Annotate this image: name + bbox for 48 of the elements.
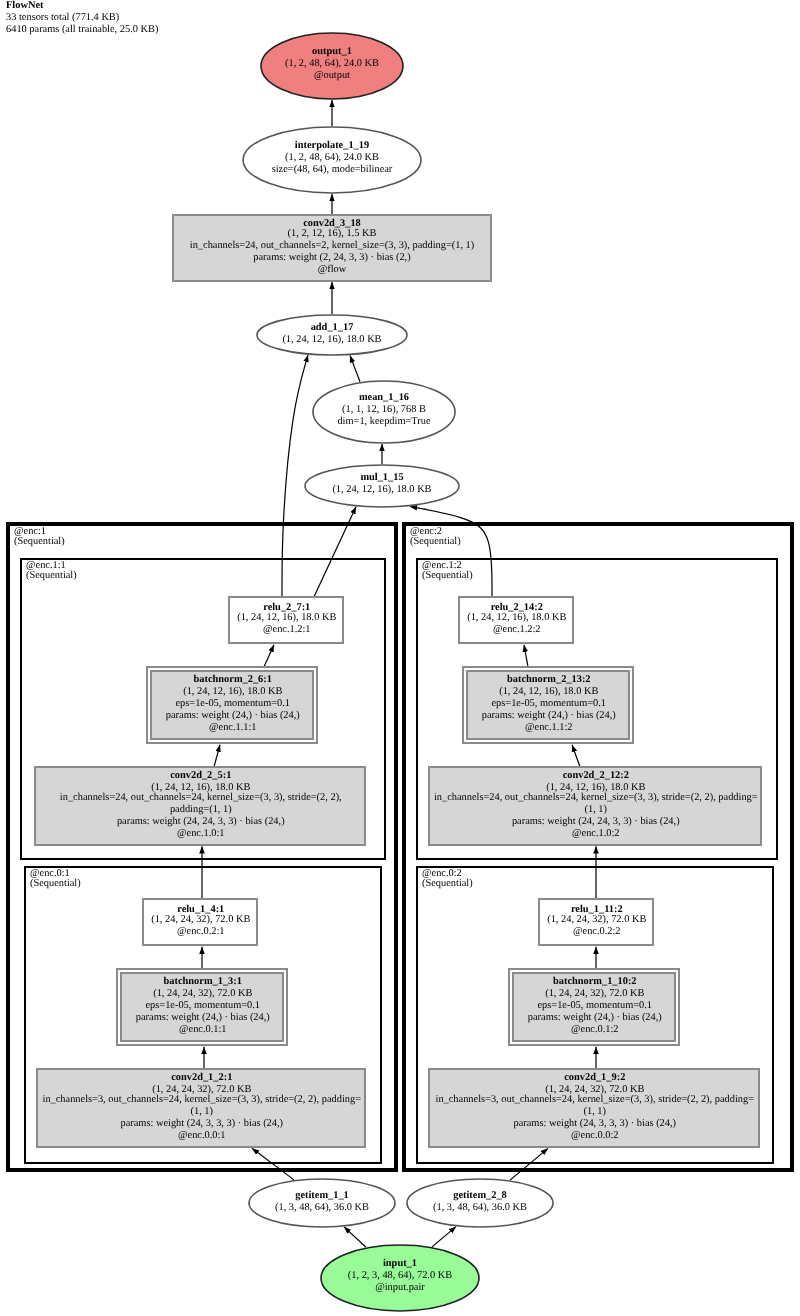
arrow [199, 946, 205, 970]
relu-layer-node [228, 596, 345, 645]
module-group [416, 866, 774, 1164]
arrow [281, 354, 309, 598]
output-node [260, 32, 404, 100]
conv-layer-node [36, 1068, 367, 1149]
operation-node [248, 1178, 396, 1228]
arrow [593, 1046, 599, 1070]
conv-layer-node [34, 766, 367, 847]
arrow [431, 1226, 457, 1248]
input-node [320, 1244, 480, 1312]
batchnorm-layer-node [146, 666, 319, 745]
arrow [593, 845, 599, 900]
module-group [6, 522, 398, 1172]
relu-layer-node [142, 898, 259, 947]
batchnorm-layer-node [462, 666, 635, 745]
batchnorm-layer-node [508, 968, 681, 1047]
module-group [24, 866, 382, 1164]
conv-layer-node [428, 766, 763, 847]
batchnorm-layer-node [116, 968, 289, 1047]
arrow [199, 845, 205, 900]
arrow [409, 505, 493, 598]
arrow [343, 1226, 367, 1248]
relu-layer-node [538, 898, 655, 947]
arrow [329, 193, 335, 215]
arrow [201, 1046, 207, 1070]
arrow [349, 354, 361, 383]
module-group [20, 558, 386, 860]
conv-layer-node [428, 1068, 761, 1149]
operation-node [304, 464, 460, 508]
arrow [379, 443, 385, 465]
operation-node [312, 380, 456, 444]
module-group [416, 558, 778, 860]
arrow [313, 506, 357, 598]
arrow [329, 99, 335, 127]
arrow [509, 1147, 549, 1181]
operation-node [256, 314, 408, 356]
module-group [402, 522, 794, 1172]
arrow [593, 946, 599, 970]
arrow [522, 644, 529, 668]
operation-node [242, 126, 422, 194]
arrow [263, 644, 275, 668]
arrow [213, 744, 221, 768]
arrow [571, 744, 581, 768]
conv-layer-node [172, 214, 492, 282]
relu-layer-node [458, 596, 575, 645]
operation-node [406, 1178, 554, 1228]
arrow [329, 281, 335, 315]
